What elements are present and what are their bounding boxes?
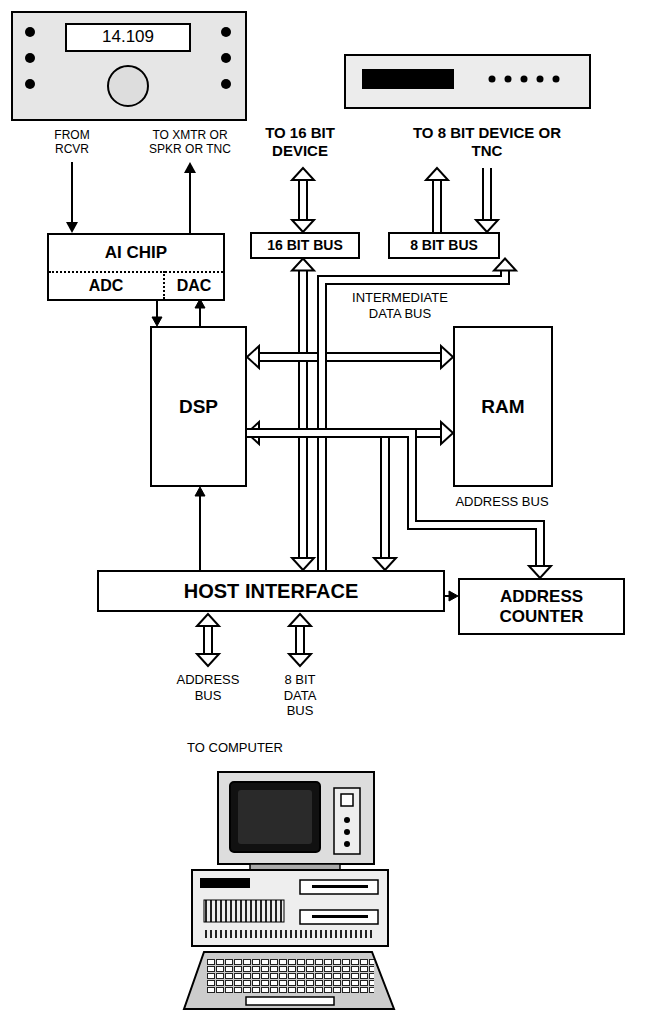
processor-box: DSP <box>150 326 247 487</box>
node-text: 16 BIT BUS <box>263 237 346 253</box>
node-text: ADDRESS COUNTER <box>460 587 623 626</box>
signal-label: FROM RCVR <box>37 128 107 157</box>
chip-section: ADC <box>49 271 165 299</box>
bus-arrow <box>197 614 311 666</box>
signal-line <box>156 299 158 318</box>
arrowhead <box>441 346 453 368</box>
port-label: TO 8 BIT DEVICE OR TNC <box>397 124 577 160</box>
chip-box: AI CHIP ADC DAC <box>47 233 225 301</box>
frequency-display: 14.109 <box>69 27 187 47</box>
signal-line <box>199 307 201 326</box>
signal-connector <box>445 591 458 601</box>
memory-box: RAM <box>453 326 553 487</box>
node-text: 8 BIT BUS <box>406 237 482 253</box>
node-text: DSP <box>175 396 222 418</box>
signal-connector <box>195 299 205 326</box>
port-label: TO 16 BIT DEVICE <box>253 124 348 160</box>
bus-label: 8 BIT DATA BUS <box>274 672 326 719</box>
interface-box: HOST INTERFACE <box>97 570 445 612</box>
arrowhead <box>529 566 551 578</box>
destination-label: TO COMPUTER <box>155 740 315 756</box>
arrowhead <box>441 422 453 444</box>
radio-receiver <box>12 12 246 120</box>
bus-connector <box>247 346 453 368</box>
bus-label: ADDRESS BUS <box>172 672 244 703</box>
arrowhead <box>449 591 458 601</box>
bus-fill <box>247 433 385 559</box>
signal-line <box>199 495 201 570</box>
node-text: DAC <box>173 277 216 295</box>
chip-section: DAC <box>165 271 223 299</box>
bus-label: ADDRESS BUS <box>447 494 557 510</box>
signal-arrow <box>66 162 196 233</box>
bus-connector <box>292 259 314 571</box>
bus-outline <box>298 270 308 560</box>
arrowhead <box>374 558 396 570</box>
node-text: AI CHIP <box>49 235 223 271</box>
bus-connector <box>247 433 396 570</box>
counter-box: ADDRESS COUNTER <box>458 578 625 635</box>
arrowhead <box>152 317 162 326</box>
bus-arrow <box>292 166 498 234</box>
arrowhead <box>292 558 314 570</box>
arrowhead <box>494 259 516 271</box>
arrowhead <box>247 346 259 368</box>
node-text: ADC <box>85 277 128 295</box>
bus-box: 8 BIT BUS <box>388 232 500 259</box>
bus-outline <box>258 352 442 362</box>
bus-fill <box>300 270 306 560</box>
arrowhead <box>195 487 205 496</box>
signal-connector <box>152 299 162 326</box>
node-text: RAM <box>477 396 528 418</box>
bus-fill <box>258 354 442 360</box>
signal-label: TO XMTR OR SPKR OR TNC <box>143 128 238 157</box>
bus-label: INTERMEDIATE DATA BUS <box>345 290 455 321</box>
signal-connector <box>195 487 205 570</box>
bus-box: 16 BIT BUS <box>250 232 360 259</box>
node-text: HOST INTERFACE <box>180 580 362 603</box>
external-device <box>345 55 590 108</box>
computer <box>184 772 394 1009</box>
bus-outline <box>247 433 385 559</box>
arrowhead <box>292 259 314 271</box>
